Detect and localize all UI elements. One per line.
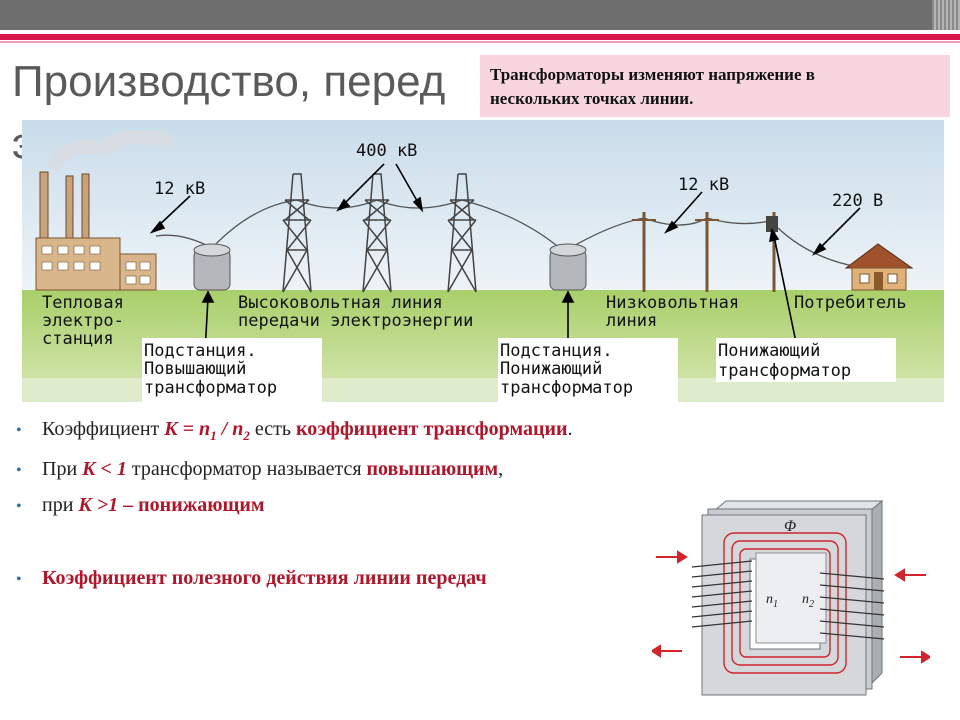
bullet-dot: • (16, 571, 22, 588)
transmission-scene: 12 кВ 400 кВ 12 кВ 220 В Тепловая электр… (22, 120, 944, 402)
lv-poles (632, 212, 778, 292)
sub-up-label-2: Повышающий (144, 359, 246, 379)
hv-towers (282, 173, 477, 293)
lv-line-label-1: Низковольтная (606, 293, 739, 313)
power-plant (35, 130, 175, 291)
winding-n2-label: n2 (802, 592, 814, 610)
accent-bar-thin (0, 41, 960, 43)
hv-line-label-1: Высоковольтная линия (238, 293, 443, 313)
transformer-diagram: Φ n1 n2 (652, 487, 930, 701)
condition-k-greater: K >1 (78, 494, 119, 516)
top-bar-stripe (932, 0, 960, 30)
bullet-text: Коэффициент (42, 418, 165, 440)
label-12kv-right: 12 кВ (678, 175, 729, 195)
substation-left (193, 243, 231, 291)
sub-down-label-1: Подстанция. (500, 341, 613, 361)
consumer-label: Потребитель (794, 293, 907, 313)
bullet-dot: • (16, 462, 22, 479)
sub-down-label-2: Понижающий (500, 359, 602, 379)
formula-k: K = n1 / n2 (164, 418, 250, 443)
consumer-house (844, 243, 914, 291)
lv-line-label-2: линия (606, 311, 657, 331)
step-down-label-2: трансформатор (718, 361, 851, 381)
term-step-up: повышающим (366, 458, 499, 480)
bullet-text: При (42, 458, 83, 480)
top-bar (0, 0, 960, 30)
bullet-text: трансформатор называется (126, 458, 367, 480)
bullet-step-down: • при K >1 – понижающим (16, 494, 265, 517)
callout-line-1: Трансформаторы изменяют напряжение в (490, 65, 815, 84)
label-bg-right (716, 338, 896, 382)
substation-right (549, 243, 587, 291)
term-transformation-ratio: коэффициент трансформации (295, 418, 568, 440)
plant-label-2: электро- (42, 311, 124, 331)
label-bg-mid (498, 338, 678, 402)
accent-bar (0, 34, 960, 40)
slide-title: Производство, перед (12, 57, 446, 106)
plant-label-1: Тепловая (42, 293, 124, 313)
label-bg-left (142, 338, 322, 402)
term-step-down: понижающим (138, 494, 265, 516)
sub-down-label-3: трансформатор (500, 378, 633, 398)
label-12kv-left: 12 кВ (154, 179, 205, 199)
sub-up-label-3: трансформатор (144, 378, 277, 398)
bullet-dot: • (16, 498, 22, 515)
transformer-callout: Трансформаторы изменяют напряжение в нес… (480, 55, 950, 117)
condition-k-less: K < 1 (82, 458, 127, 480)
plant-label-3: станция (42, 329, 114, 349)
secondary-winding (819, 572, 885, 640)
bullet-text: . (567, 418, 573, 440)
primary-winding (691, 560, 753, 628)
bullet-text: есть (249, 418, 296, 440)
label-400kv: 400 кВ (356, 141, 417, 161)
bullet-dash: – (118, 494, 139, 516)
bullet-step-up: • При K < 1 трансформатор называется повы… (16, 458, 503, 481)
step-down-label-1: Понижающий (718, 341, 820, 361)
hv-line-label-2: передачи электроэнергии (238, 311, 473, 331)
term-efficiency: Коэффициент полезного действия линии пер… (42, 567, 487, 589)
flux-label: Φ (784, 518, 796, 535)
sub-up-label-1: Подстанция. (144, 341, 257, 361)
bullet-ratio: • Коэффициент K = n1 / n2 есть коэффициен… (16, 418, 573, 444)
current-arrows (652, 550, 930, 664)
label-220v: 220 В (832, 191, 883, 211)
bullet-text: , (498, 458, 504, 480)
bullet-efficiency: • Коэффициент полезного действия линии пе… (16, 567, 487, 590)
bullet-text: при (42, 494, 79, 516)
winding-n1-label: n1 (766, 592, 778, 610)
bullet-dot: • (16, 422, 22, 439)
callout-line-2: нескольких точках линии. (490, 89, 694, 108)
